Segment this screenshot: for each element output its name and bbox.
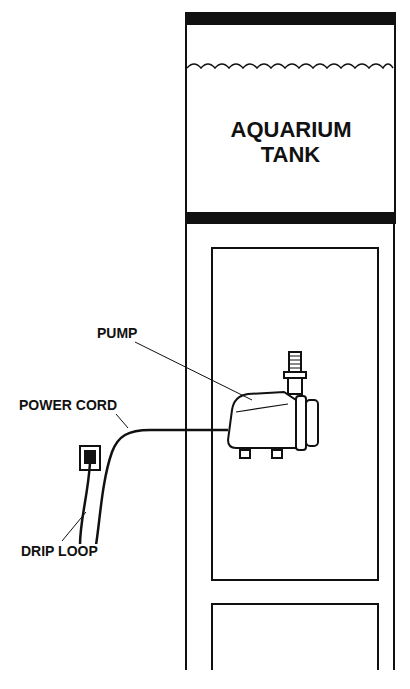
power-cord (80, 430, 228, 556)
pump-drawing (228, 352, 318, 458)
callout-label: PUMP (96, 326, 138, 341)
stand-left-side (185, 222, 187, 670)
leader-line (116, 414, 128, 428)
stand-cabinet (212, 248, 378, 580)
tank-label: AQUARIUM TANK (231, 118, 351, 166)
water-surface (187, 64, 393, 68)
leader-line (135, 342, 252, 400)
stand-right-side (393, 222, 395, 670)
callout-label: POWER CORD (18, 398, 118, 413)
leader-line (62, 512, 86, 541)
stand-base-opening (212, 604, 378, 670)
aquarium-tank: AQUARIUM TANK (185, 12, 396, 224)
callout-label: DRIP LOOP (20, 544, 99, 559)
